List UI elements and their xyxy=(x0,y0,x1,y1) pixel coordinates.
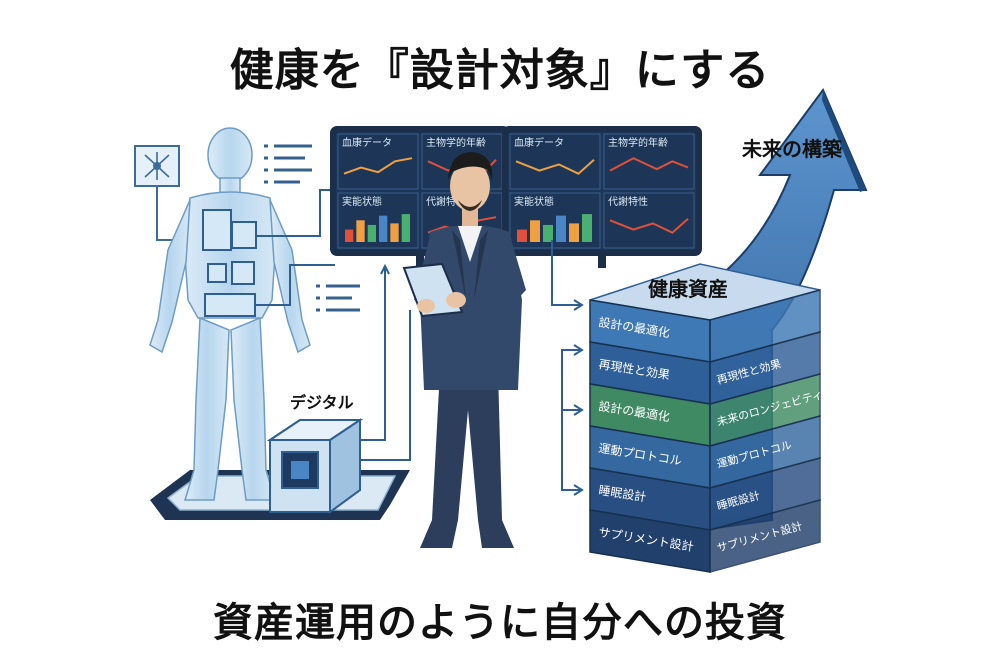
layer-right-face xyxy=(709,499,821,573)
panel-title: 実能状態 xyxy=(342,195,382,208)
panel-title: 主物学的年齢 xyxy=(426,136,486,149)
mini-bar xyxy=(356,220,365,242)
mini-bar xyxy=(390,223,399,242)
data-lines-mid xyxy=(316,284,360,312)
page-title: 健康を『設計対象』にする xyxy=(229,45,771,96)
stack-layer: 設計の最適化未来のロンジェビティ xyxy=(589,373,824,447)
digital-body-group: デジタル xyxy=(134,127,411,520)
panel-title: 代謝特性 xyxy=(608,195,648,208)
screen-stand xyxy=(598,256,606,268)
label-digital: デジタル xyxy=(290,393,354,412)
dashboard-panel: 実能状態 xyxy=(337,192,419,249)
mini-bar xyxy=(556,215,566,242)
screen-display xyxy=(508,132,696,250)
processor-cube xyxy=(266,418,364,514)
mini-line xyxy=(609,218,689,234)
mini-line xyxy=(609,157,689,172)
stack-layer: 睡眠設計睡眠設計 xyxy=(589,457,821,531)
mini-bar xyxy=(543,224,553,242)
screen-stand xyxy=(416,256,424,268)
mini-line xyxy=(515,159,595,175)
stack-connectors xyxy=(551,240,584,496)
mini-bar xyxy=(345,229,354,242)
businessman xyxy=(402,152,526,548)
dashboard-panel: 実能状態 xyxy=(509,192,601,249)
layer-label-left: 睡眠設計 xyxy=(598,482,648,504)
mini-bar xyxy=(367,224,376,242)
mini-bar xyxy=(582,214,592,242)
mini-bar xyxy=(379,215,388,242)
body-chips xyxy=(202,209,257,317)
panel-title: 血康データ xyxy=(342,136,392,149)
health-asset-stack: 健康資産設計の最適化再現性と効果再現性と効果設計の最適化未来のロンジェビティ運動… xyxy=(589,263,824,573)
stack-layer: サプリメント設計サプリメント設計 xyxy=(589,499,821,573)
panel-title: 主物学的年齢 xyxy=(608,136,668,149)
dashboard-panel: 代謝特性 xyxy=(603,192,695,249)
mini-bar xyxy=(530,220,540,242)
data-lines-top xyxy=(264,144,312,184)
mini-bar xyxy=(517,229,527,242)
dashboard-panel: 血康データ xyxy=(337,133,419,190)
mini-bar xyxy=(401,214,410,242)
dashboard-panel: 主物学的年齢 xyxy=(603,133,695,190)
mini-line xyxy=(343,157,413,175)
label-future: 未来の構築 xyxy=(742,137,843,161)
panel-title: 血康データ xyxy=(514,136,564,149)
dashboards: 血康データ主物学的年齢実能状態代謝特性血康データ主物学的年齢実能状態代謝特性 xyxy=(330,126,702,268)
dashboard-panel: 血康データ xyxy=(509,133,601,190)
bottom-caption: 資産運用のように自分への投資 xyxy=(213,600,787,646)
panel-title: 実能状態 xyxy=(514,195,554,208)
label-health-assets: 健康資産 xyxy=(648,277,728,301)
mini-bar xyxy=(569,223,579,242)
